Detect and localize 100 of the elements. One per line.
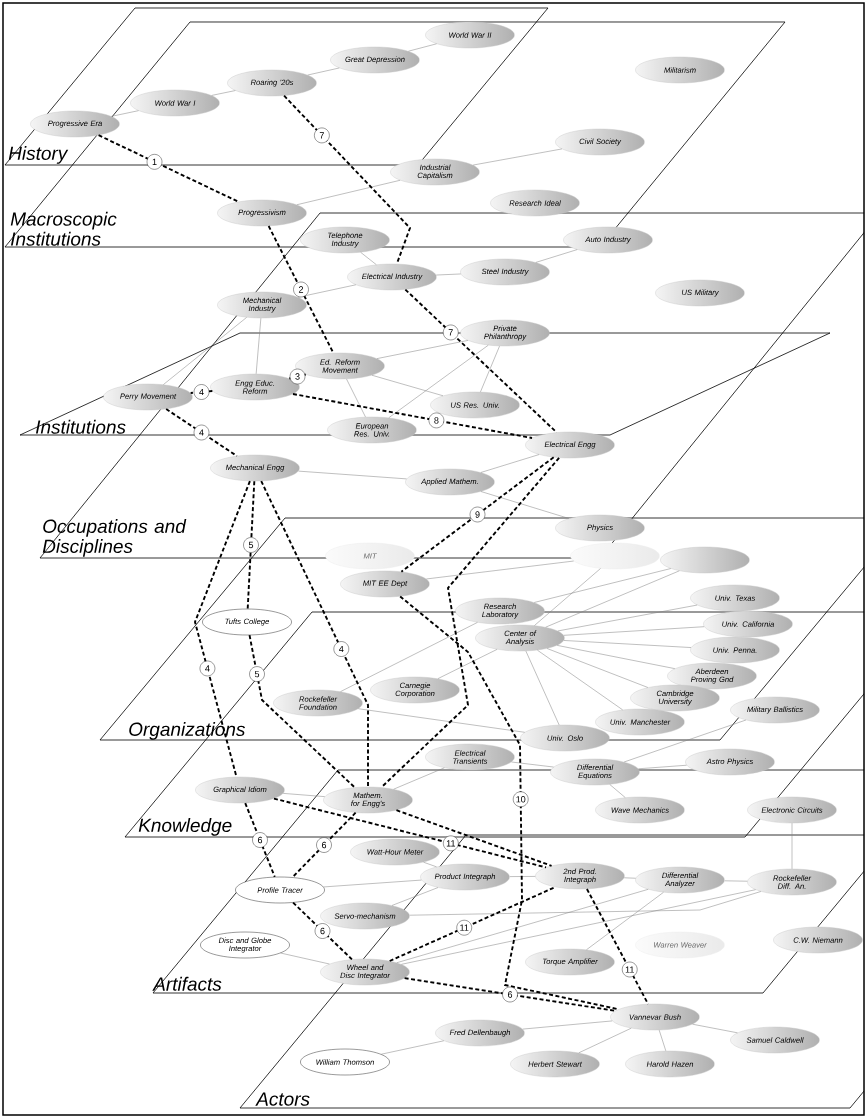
- connector: [358, 708, 525, 733]
- plane-label: Actors: [255, 1092, 310, 1106]
- connector: [388, 345, 489, 418]
- edge-label: 7: [443, 324, 459, 341]
- connector: [298, 470, 407, 480]
- connector: [578, 1027, 632, 1054]
- connector: [391, 887, 439, 906]
- connector: [273, 797, 547, 869]
- edge-label: 8: [428, 412, 445, 429]
- plane-label: Artifacts: [152, 976, 222, 991]
- connector: [393, 767, 445, 790]
- connector: [97, 134, 240, 203]
- connector: [292, 901, 353, 961]
- connector: [586, 888, 650, 1005]
- edge-label: 4: [333, 641, 349, 657]
- connector: [557, 604, 698, 632]
- connector: [296, 180, 401, 205]
- connector: [211, 90, 236, 96]
- connector: [480, 454, 540, 473]
- edge-label: 9: [469, 506, 486, 523]
- blank-ellipse: [660, 546, 750, 574]
- connector: [638, 764, 687, 770]
- connector: [401, 889, 756, 965]
- connector: [163, 317, 247, 385]
- edge-label: 11: [443, 835, 459, 852]
- connector: [323, 879, 422, 888]
- connector: [288, 373, 307, 380]
- connector: [388, 886, 557, 962]
- connector: [165, 408, 238, 457]
- edge-label: 1: [146, 154, 163, 170]
- edge-label: 6: [314, 923, 331, 939]
- edge-label: 11: [622, 961, 638, 978]
- connector: [395, 809, 553, 867]
- connector: [509, 876, 536, 877]
- connector: [535, 249, 578, 263]
- plane-label: Knowledge: [138, 818, 232, 836]
- connector: [436, 273, 461, 276]
- connector: [380, 1040, 445, 1055]
- connector: [437, 649, 498, 679]
- connector: [546, 648, 649, 688]
- connector: [380, 456, 561, 789]
- connector: [623, 719, 747, 763]
- connector: [658, 1029, 667, 1052]
- edge-label: 11: [456, 920, 472, 936]
- plane-label: Institutions: [35, 419, 126, 434]
- connector: [255, 317, 262, 375]
- connector: [111, 110, 139, 117]
- connector: [396, 889, 649, 963]
- connector: [283, 793, 325, 797]
- connector: [244, 802, 276, 878]
- connector: [292, 393, 533, 439]
- connector: [472, 148, 563, 166]
- connector: [480, 491, 570, 519]
- plane-label: Organizations: [129, 722, 246, 740]
- plane-label: Occupations and Disciplines: [42, 519, 187, 557]
- plane-label: Macroscopic Institutions: [10, 211, 117, 246]
- connector: [563, 626, 705, 636]
- connector: [724, 880, 748, 882]
- edge-label: 5: [243, 537, 259, 553]
- edge-label: 6: [252, 832, 268, 848]
- connector: [267, 225, 335, 354]
- blank-ellipse: [570, 542, 660, 570]
- connector: [511, 761, 554, 768]
- connector: [189, 390, 214, 394]
- connector: [537, 649, 623, 711]
- connector: [194, 480, 251, 778]
- connector: [260, 480, 369, 788]
- connector: [340, 622, 478, 692]
- connector: [586, 892, 664, 950]
- edge-label: 7: [314, 127, 330, 144]
- connector: [522, 1020, 613, 1030]
- connector: [563, 640, 692, 648]
- connector: [609, 784, 626, 798]
- connector: [248, 634, 356, 789]
- connector: [525, 650, 560, 726]
- edge-label: 10: [513, 791, 529, 807]
- edge-label: 4: [193, 424, 210, 441]
- connector: [480, 345, 500, 393]
- connector: [534, 568, 601, 626]
- connector: [283, 94, 412, 265]
- connector: [376, 340, 469, 359]
- connector: [556, 645, 676, 669]
- connector: [297, 284, 357, 298]
- connector: [545, 570, 680, 628]
- connector: [399, 595, 620, 1011]
- connector: [403, 977, 617, 1012]
- connector: [624, 877, 636, 879]
- connector: [307, 67, 340, 76]
- connector: [408, 43, 437, 52]
- connector: [400, 456, 555, 573]
- connector: [692, 1023, 738, 1034]
- edge-label: 6: [316, 837, 332, 853]
- connector: [409, 891, 762, 916]
- connector: [280, 952, 330, 965]
- connector: [404, 288, 558, 434]
- connector: [291, 811, 357, 879]
- connector: [346, 378, 366, 418]
- connector: [360, 252, 377, 265]
- connector: [533, 568, 672, 603]
- edge-label: 5: [249, 666, 265, 682]
